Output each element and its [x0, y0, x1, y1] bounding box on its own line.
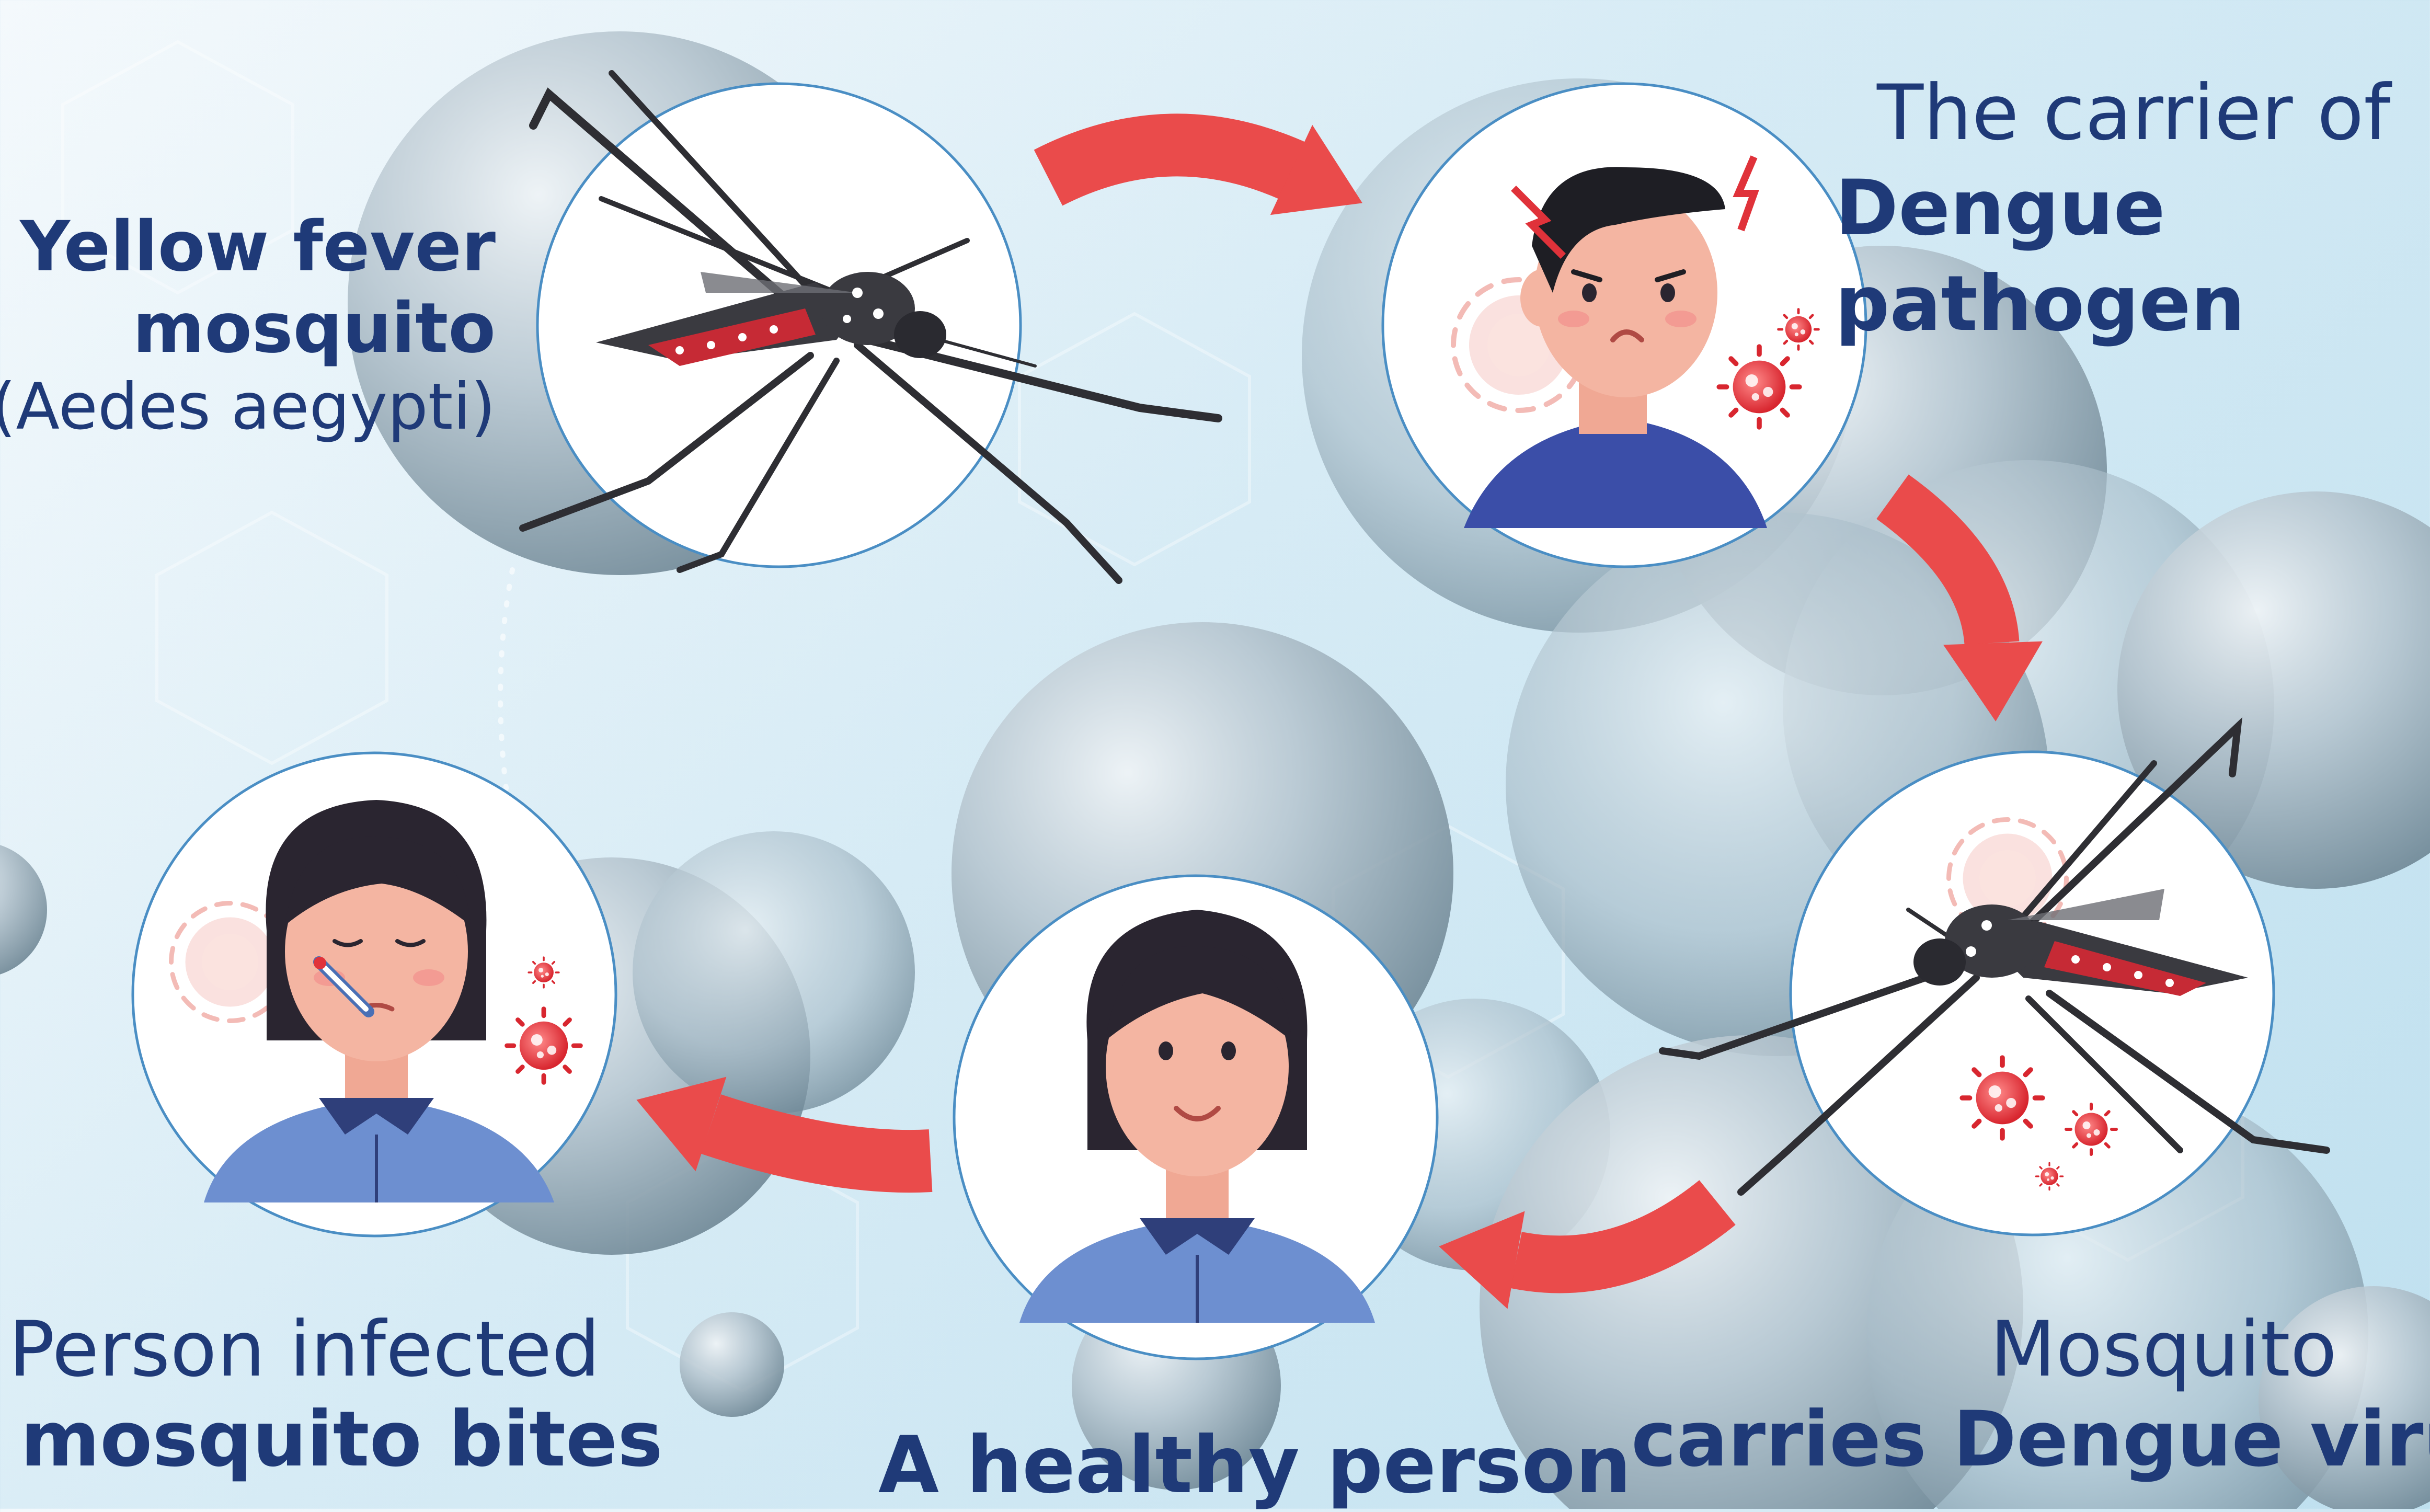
label-infected-line1: Person infected [0, 1304, 600, 1394]
label-mosquito-line2: mosquito [0, 288, 496, 370]
label-yellow-fever-mosquito: Yellow fever mosquito (Aedes aegypti) [0, 207, 496, 444]
node-infected-person [133, 753, 616, 1236]
label-mosquito-line1: Yellow fever [0, 207, 496, 288]
label-carrier-line2: Dengue [1835, 163, 2391, 253]
label-infected-line2: by mosquito bites [0, 1394, 663, 1484]
node-healthy-person [954, 876, 1437, 1359]
node-carrier [1383, 84, 1866, 567]
label-carrier-line3: pathogen [1835, 259, 2391, 349]
label-healthy-line1: A healthy person [878, 1419, 1631, 1512]
label-healthy-person: A healthy person [878, 1419, 1631, 1512]
label-infected-person: Person infected by mosquito bites [0, 1304, 663, 1485]
label-carrier: The carrier of Dengue pathogen [1877, 68, 2391, 349]
label-mosquito-carries-virus: Mosquito carries Dengue virus [1631, 1304, 2430, 1485]
label-carrier-line1: The carrier of [1877, 68, 2391, 158]
label-carries-line1: Mosquito [1804, 1304, 2430, 1394]
label-mosquito-scientific-name: (Aedes aegypti) [0, 370, 496, 445]
label-carries-line2: carries Dengue virus [1631, 1394, 2430, 1484]
